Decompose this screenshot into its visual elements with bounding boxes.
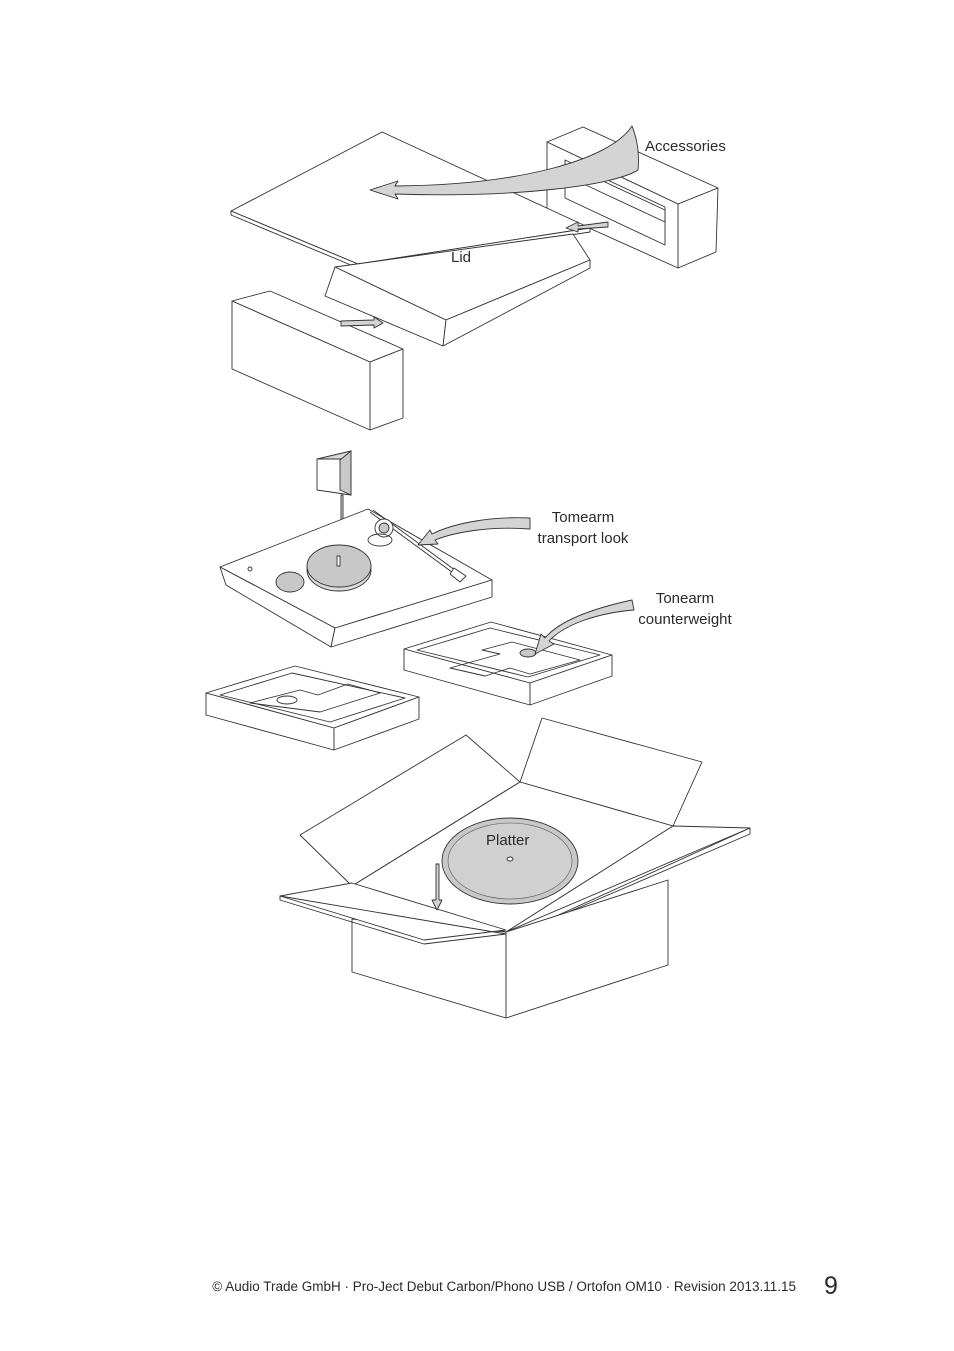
left-foam-tray	[205, 665, 420, 751]
small-arrow-left-block	[340, 316, 384, 329]
carton-box	[279, 717, 751, 1019]
tomearm-arrow	[417, 517, 531, 546]
right-foam-tray	[403, 621, 613, 706]
counterweight-arrow	[534, 599, 635, 655]
label-tonearm-counterweight: Tonearm counterweight	[624, 588, 746, 630]
label-tomearm: Tomearm transport look	[520, 507, 646, 549]
accessories-arrow	[369, 125, 639, 200]
label-tomearm-line1: Tomearm	[551, 509, 615, 526]
platter-arrow	[431, 863, 443, 911]
footer-copyright: © Audio Trade GmbH · Pro-Ject Debut Carb…	[212, 1279, 796, 1294]
label-tonearm-line2: counterweight	[638, 611, 732, 628]
label-accessories: Accessories	[645, 138, 726, 155]
lid-foam-block	[324, 233, 591, 347]
label-tonearm-line1: Tonearm	[655, 590, 715, 607]
label-tomearm-line2: transport look	[537, 530, 629, 547]
label-lid: Lid	[451, 249, 472, 266]
left-foam-block	[231, 290, 404, 431]
label-platter: Platter	[486, 832, 530, 849]
small-arrow-accessories	[565, 221, 609, 233]
turntable	[219, 508, 493, 648]
page-number: 9	[824, 1272, 838, 1300]
card-flag	[316, 450, 352, 496]
